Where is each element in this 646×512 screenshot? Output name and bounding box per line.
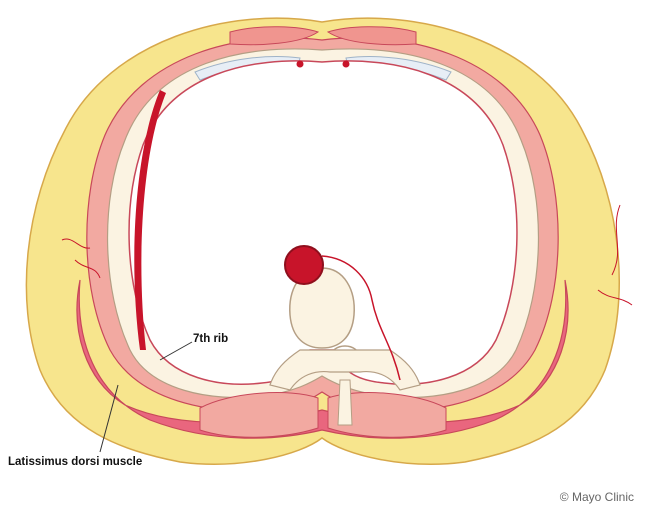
descending-aorta xyxy=(285,246,323,284)
right-internal-thoracic-artery xyxy=(343,61,350,68)
seventh-rib-label: 7th rib xyxy=(193,333,228,345)
latissimus-dorsi-label: Latissimus dorsi muscle xyxy=(8,456,142,468)
spinous-process xyxy=(338,380,352,425)
copyright-credit: © Mayo Clinic xyxy=(560,490,634,504)
left-internal-thoracic-artery xyxy=(297,61,304,68)
